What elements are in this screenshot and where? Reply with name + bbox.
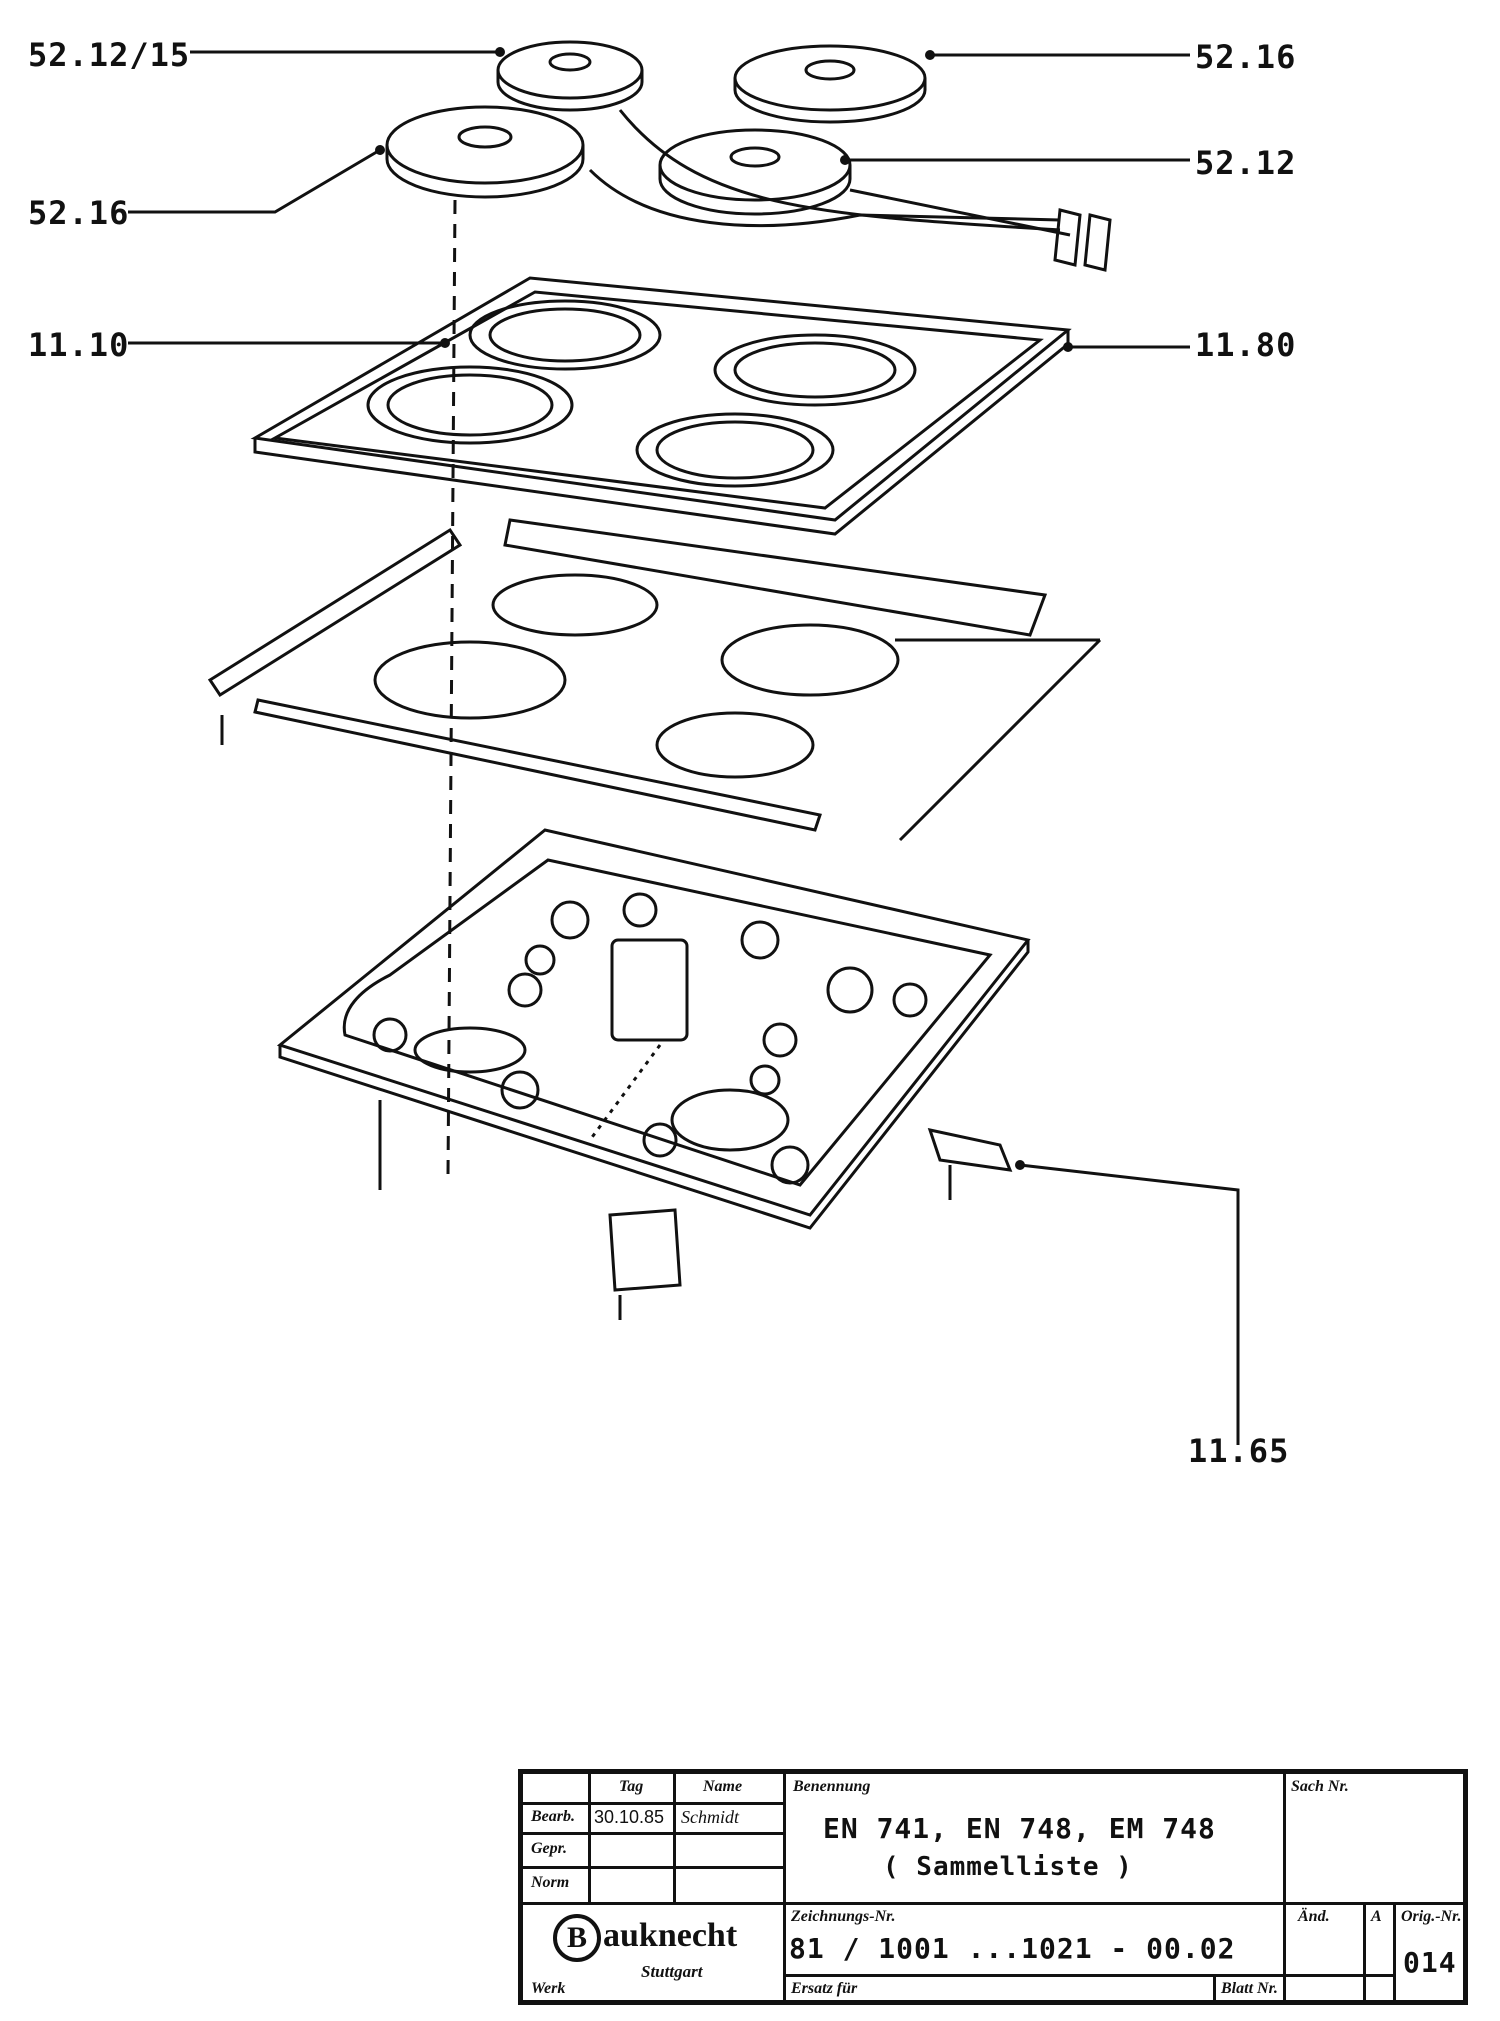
zeichnung-label: Zeichnungs-Nr. xyxy=(791,1908,896,1925)
hob-top-plate xyxy=(250,276,1072,536)
callout-label: 11.65 xyxy=(1188,1432,1290,1470)
benennung-label: Benennung xyxy=(793,1778,871,1795)
callout-label: 52.16 xyxy=(28,194,130,232)
sach-label: Sach Nr. xyxy=(1291,1778,1349,1795)
header-tag: Tag xyxy=(619,1778,644,1795)
zeichnung-value: 81 / 1001 ...1021 - 00.02 xyxy=(789,1932,1236,1965)
leader-lines xyxy=(128,50,1240,1445)
wiring-harness xyxy=(588,109,1112,272)
callout-label: 11.80 xyxy=(1195,326,1297,364)
plate-supports xyxy=(373,573,900,779)
werk-label: Werk xyxy=(531,1980,566,1997)
assembly-axis xyxy=(446,199,457,1176)
logo-text: auknecht xyxy=(603,1916,738,1954)
hot-plate xyxy=(658,128,852,216)
logo-ring-icon: B xyxy=(553,1914,601,1962)
row-bearb: Bearb. xyxy=(531,1808,575,1825)
screws xyxy=(220,715,952,1320)
bottom-tray xyxy=(276,828,1031,1230)
header-name: Name xyxy=(703,1778,743,1795)
orig-label: Orig.-Nr. xyxy=(1401,1908,1462,1925)
mounting-bracket xyxy=(608,1208,682,1292)
bearb-name: Schmidt xyxy=(681,1807,739,1827)
hot-plate xyxy=(733,44,927,124)
a-label: A xyxy=(1371,1908,1382,1925)
hot-plate xyxy=(496,40,644,112)
benennung-line1: EN 741, EN 748, EM 748 xyxy=(823,1812,1216,1845)
callout-label: 52.16 xyxy=(1195,38,1297,76)
trim-rails xyxy=(207,518,1102,842)
hot-plate xyxy=(385,105,585,199)
row-norm: Norm xyxy=(531,1874,570,1891)
orig-value: 014 xyxy=(1403,1946,1457,1979)
connector-block xyxy=(927,1127,1013,1172)
callout-label: 52.12 xyxy=(1195,144,1297,182)
aend-label: Änd. xyxy=(1298,1908,1330,1925)
ersatz-label: Ersatz für xyxy=(791,1980,858,1997)
title-block: Tag Name Bearb. Gepr. Norm 30.10.85 Schm… xyxy=(518,1769,1468,2005)
city-label: Stuttgart xyxy=(641,1962,703,1981)
benennung-line2: ( Sammelliste ) xyxy=(883,1852,1133,1882)
blatt-label: Blatt Nr. xyxy=(1221,1980,1278,1997)
bearb-date: 30.10.85 xyxy=(594,1807,665,1827)
row-gepr: Gepr. xyxy=(531,1840,567,1857)
callout-label: 11.10 xyxy=(28,326,130,364)
callout-label: 52.12/15 xyxy=(28,36,191,74)
